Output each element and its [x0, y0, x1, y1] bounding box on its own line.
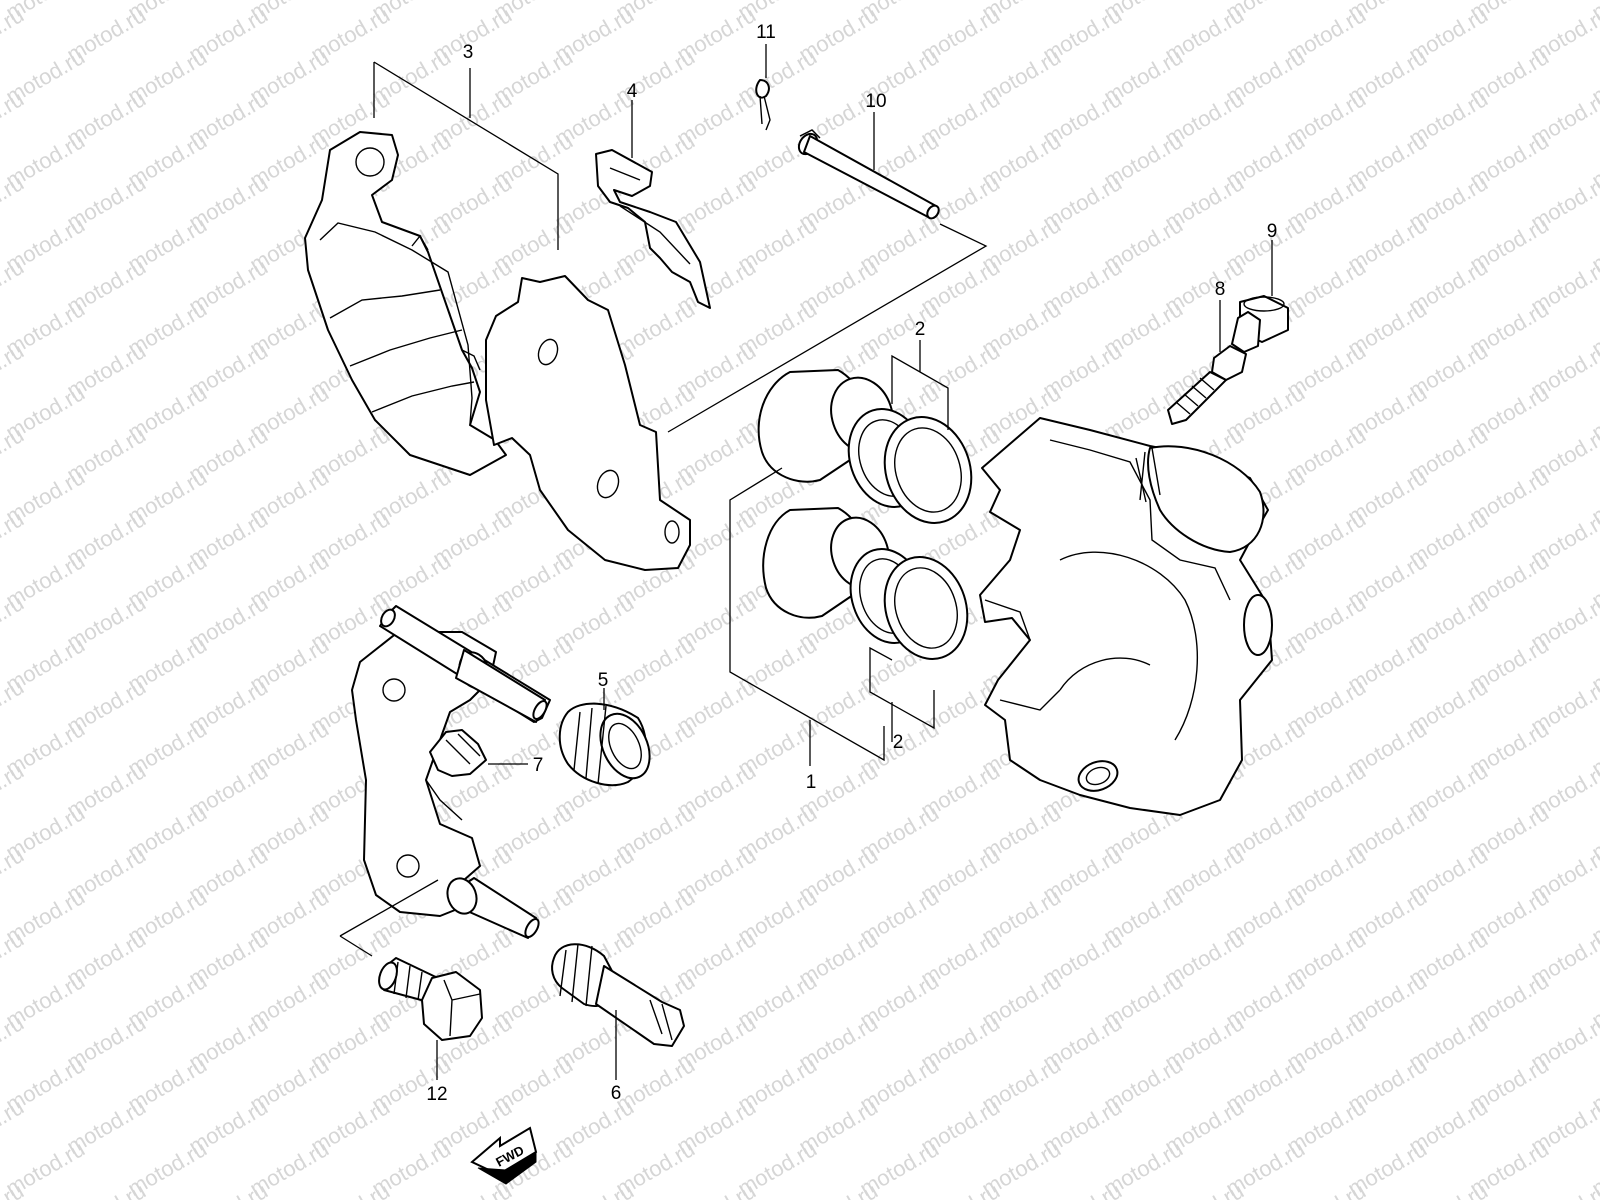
callout-12: 12 [426, 1084, 447, 1105]
caliper-bracket [351, 605, 551, 939]
callout-9: 9 [1267, 221, 1278, 242]
callout-8: 8 [1215, 279, 1226, 300]
callout-2-bottom: 2 [893, 732, 904, 753]
part-5-pin-boot [558, 702, 651, 787]
callout-6: 6 [611, 1083, 622, 1104]
callout-1: 1 [806, 772, 817, 793]
part-7-bracket-clip [429, 729, 487, 777]
part-2-piston-seals [847, 408, 973, 660]
fwd-arrow-icon [470, 1126, 538, 1185]
part-4-pad-spring [595, 149, 711, 309]
part-1-pistons [757, 369, 894, 619]
callout-5: 5 [598, 670, 609, 691]
callout-11: 11 [756, 22, 776, 43]
part-6-slide-pin [551, 943, 685, 1047]
leader-lines [339, 44, 1273, 1080]
part-12-bolt [378, 957, 483, 1041]
part-8-bleeder-valve [1167, 345, 1247, 425]
part-11-pin-clip [755, 79, 771, 131]
caliper-body [979, 417, 1273, 816]
fwd-direction-badge: FWD [470, 1126, 538, 1185]
callout-4: 4 [627, 81, 638, 102]
callout-labels: 1 2 2 3 4 5 6 7 8 9 10 11 12 [426, 22, 1277, 1105]
part-3-brake-pad-rear [485, 275, 691, 571]
callout-3: 3 [463, 42, 474, 63]
part-9-bleeder-cap [1231, 295, 1289, 353]
part-3-brake-pad-front [304, 131, 507, 476]
callout-7: 7 [533, 755, 544, 776]
part-10-pad-pin [797, 129, 940, 220]
callout-10: 10 [865, 91, 886, 112]
callout-2-top: 2 [915, 319, 926, 340]
